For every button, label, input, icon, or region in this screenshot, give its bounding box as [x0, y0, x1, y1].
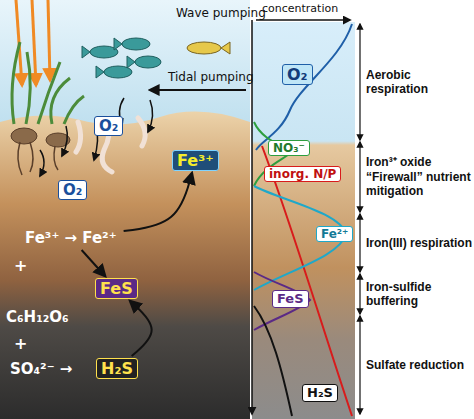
node-text: H₂S: [101, 359, 133, 378]
seagrass: [12, 42, 20, 124]
sun-ray: [32, 0, 36, 85]
formula: C₆H₁₂O₆: [6, 308, 69, 326]
fish: [127, 56, 135, 68]
node-text: FeS: [100, 279, 133, 298]
sun-ray: [48, 0, 50, 80]
root: [11, 128, 70, 175]
reaction-arrow: [130, 301, 151, 356]
axis-label: concentration: [262, 2, 338, 15]
process-label: Tidal pumping: [168, 70, 254, 84]
irrigation-arrow: [62, 126, 67, 156]
yellow-fish: [221, 42, 230, 54]
yellow-fish: [187, 42, 230, 54]
fish: [122, 38, 150, 50]
sediment: [0, 112, 250, 419]
profile-panel: [252, 22, 355, 419]
reaction-arrow: [82, 250, 105, 276]
iron-sulfide-box: FeS: [95, 278, 138, 299]
zone-label: Sulfate reduction: [366, 358, 472, 372]
formula: SO₄²⁻ →: [10, 360, 72, 378]
irrigation-arrow: [148, 100, 153, 132]
plus-sign: +: [14, 256, 27, 275]
node-text: H₂S: [307, 385, 333, 401]
node-text: Fe²⁺: [321, 227, 348, 241]
sediment: [0, 112, 250, 419]
fish: [135, 56, 161, 68]
node-text: O₂: [287, 65, 308, 84]
profile-curve: [254, 306, 292, 416]
curve-label: inorg. N/P: [264, 166, 341, 182]
root: [11, 128, 37, 144]
seagrass: [26, 52, 30, 124]
process-label: Wave pumping: [176, 6, 266, 20]
profile-panel: [252, 22, 355, 419]
node-text: O₂: [99, 117, 118, 135]
node-text: FeS: [277, 291, 304, 307]
sulfide-box: H₂S: [96, 358, 138, 379]
curve-label: H₂S: [302, 384, 338, 402]
reaction-arrow: [124, 173, 192, 231]
irrigation-arrow: [40, 150, 44, 176]
zone-label: Iron³⁺ oxide “Firewall” nutrient mitigat…: [366, 155, 472, 198]
zone-arrow: [359, 24, 360, 140]
burrow: [76, 118, 145, 172]
zone-label: Aerobic respiration: [366, 68, 472, 97]
node-text: Fe³⁺: [177, 151, 214, 170]
tidal-arrow: [150, 89, 246, 91]
profile-curve: [254, 24, 352, 416]
zone-arrow: [359, 274, 360, 314]
burrow: [76, 122, 81, 152]
node-text: O₂: [63, 181, 82, 199]
iron-oxide-box: Fe³⁺: [172, 150, 219, 171]
tidal-arrow: [150, 89, 246, 91]
zone-label: Iron-sulfide buffering: [366, 280, 472, 309]
axis: [256, 19, 350, 21]
axis: [252, 20, 350, 414]
zone-arrow: [359, 24, 360, 414]
node-text: NO₃⁻: [273, 141, 305, 155]
root: [18, 142, 58, 175]
irrigation-arrow: [40, 98, 153, 176]
fish: [82, 46, 90, 58]
zone-arrow: [359, 316, 360, 414]
zone-arrow: [359, 214, 360, 272]
oxygen-box: O₂: [58, 180, 87, 200]
curve-label: Fe²⁺: [316, 226, 353, 242]
seagrass: [64, 96, 84, 124]
curve-label: FeS: [272, 290, 309, 308]
zone-arrow: [359, 142, 360, 212]
zone-label: Iron(III) respiration: [366, 236, 472, 250]
iron-reaction: Fe³⁺ → Fe²⁺: [20, 228, 122, 248]
burrow: [138, 118, 145, 146]
profile-curve: [262, 146, 352, 416]
fish: [96, 66, 104, 78]
yellow-fish: [187, 42, 221, 54]
node-text: Fe³⁺ → Fe²⁺: [25, 229, 117, 247]
fish: [114, 38, 122, 50]
curve-label: NO₃⁻: [268, 140, 310, 156]
profile-curve: [256, 24, 352, 150]
node-text: inorg. N/P: [269, 167, 336, 181]
curve-label: O₂: [282, 64, 313, 85]
plus-sign: +: [14, 334, 27, 353]
fish: [82, 38, 161, 78]
seagrass: [12, 42, 84, 124]
oxygen-box: O₂: [94, 116, 123, 136]
